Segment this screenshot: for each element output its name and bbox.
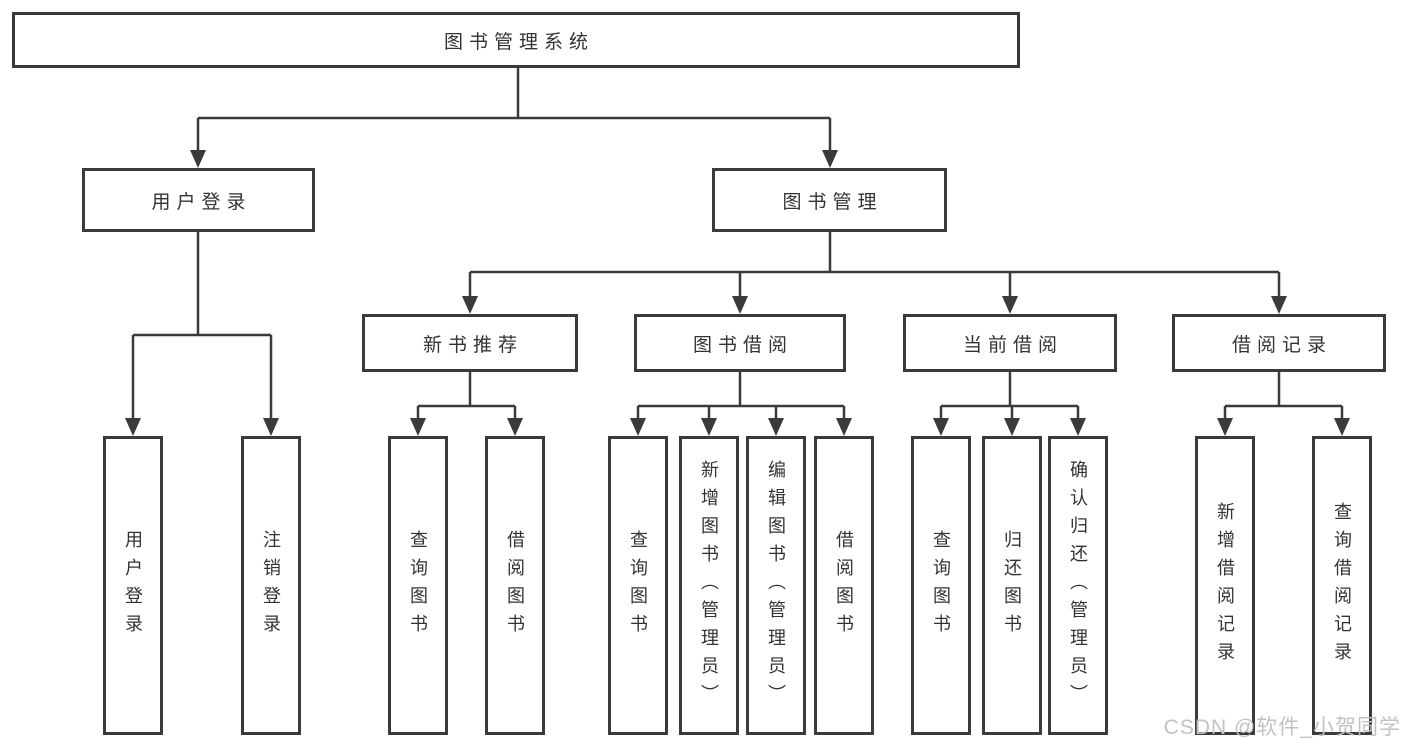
node-borrowing-records: 借阅记录	[1172, 314, 1386, 372]
leaf-borrow-books-borrowing: 借阅图书	[814, 436, 874, 735]
node-label: 新书推荐	[422, 334, 523, 356]
leaf-query-books-recommend: 查询图书	[388, 436, 448, 735]
leaf-add-borrow-record: 新增借阅记录	[1195, 436, 1255, 735]
node-label: 确认归还（管理员）	[1068, 459, 1088, 712]
arrowhead-down-icon	[822, 150, 838, 168]
node-library-system: 图书管理系统	[12, 12, 1020, 68]
arrowhead-down-icon	[263, 418, 279, 436]
connector-current-borrowing-to-leaves	[939, 372, 1080, 420]
arrowhead-down-icon	[1002, 296, 1018, 314]
node-label: 编辑图书（管理员）	[766, 459, 786, 712]
node-label: 图书管理	[782, 191, 883, 213]
leaf-user-login: 用户登录	[103, 436, 163, 735]
node-label: 注销登录	[261, 529, 281, 642]
node-label: 当前借阅	[962, 334, 1063, 356]
leaf-query-books-borrowing: 查询图书	[608, 436, 668, 735]
arrowhead-down-icon	[1004, 418, 1020, 436]
connector-book-management-to-level3	[468, 232, 1281, 297]
arrowhead-down-icon	[507, 418, 523, 436]
node-label: 图书借阅	[692, 334, 793, 356]
leaf-edit-books-admin: 编辑图书（管理员）	[746, 436, 806, 735]
node-new-book-recommendation: 新书推荐	[362, 314, 578, 372]
leaf-query-books-current: 查询图书	[911, 436, 971, 735]
connector-book-borrowing-to-leaves	[636, 372, 846, 420]
arrowhead-down-icon	[410, 418, 426, 436]
arrowhead-down-icon	[933, 418, 949, 436]
arrowhead-down-icon	[768, 418, 784, 436]
node-label: 借阅图书	[505, 529, 525, 642]
leaf-query-borrow-record: 查询借阅记录	[1312, 436, 1372, 735]
node-book-borrowing: 图书借阅	[634, 314, 846, 372]
arrowhead-down-icon	[462, 296, 478, 314]
node-label: 查询借阅记录	[1332, 501, 1352, 670]
connector-root-to-level2	[196, 68, 832, 150]
node-label: 用户登录	[123, 529, 143, 642]
arrowhead-down-icon	[1070, 418, 1086, 436]
arrowhead-down-icon	[1271, 296, 1287, 314]
arrowhead-down-icon	[732, 296, 748, 314]
node-label: 归还图书	[1002, 529, 1022, 642]
leaf-add-books-admin: 新增图书（管理员）	[679, 436, 739, 735]
node-label: 新增图书（管理员）	[699, 459, 719, 712]
csdn-watermark: CSDN @软件_小贺同学	[1163, 716, 1401, 739]
node-label: 图书管理系统	[443, 31, 594, 53]
leaf-return-books: 归还图书	[982, 436, 1042, 735]
connector-user-login-to-leaves	[131, 232, 273, 420]
node-user-login: 用户登录	[82, 168, 315, 232]
connector-borrowing-records-to-leaves	[1223, 372, 1344, 420]
leaf-confirm-return-admin: 确认归还（管理员）	[1048, 436, 1108, 735]
leaf-logout: 注销登录	[241, 436, 301, 735]
arrowhead-down-icon	[701, 418, 717, 436]
arrowhead-down-icon	[1334, 418, 1350, 436]
node-label: 借阅图书	[834, 529, 854, 642]
node-label: 用户登录	[151, 191, 252, 213]
arrowhead-down-icon	[836, 418, 852, 436]
arrowhead-down-icon	[630, 418, 646, 436]
node-label: 借阅记录	[1231, 334, 1332, 356]
node-label: 查询图书	[931, 529, 951, 642]
leaf-borrow-books-recommend: 借阅图书	[485, 436, 545, 735]
node-label: 新增借阅记录	[1215, 501, 1235, 670]
node-label: 查询图书	[408, 529, 428, 642]
connector-new-book-recommendation-to-leaves	[416, 372, 517, 420]
node-book-management: 图书管理	[712, 168, 947, 232]
arrowhead-down-icon	[125, 418, 141, 436]
arrowhead-down-icon	[190, 150, 206, 168]
arrowhead-down-icon	[1217, 418, 1233, 436]
node-label: 查询图书	[628, 529, 648, 642]
node-current-borrowing: 当前借阅	[903, 314, 1117, 372]
